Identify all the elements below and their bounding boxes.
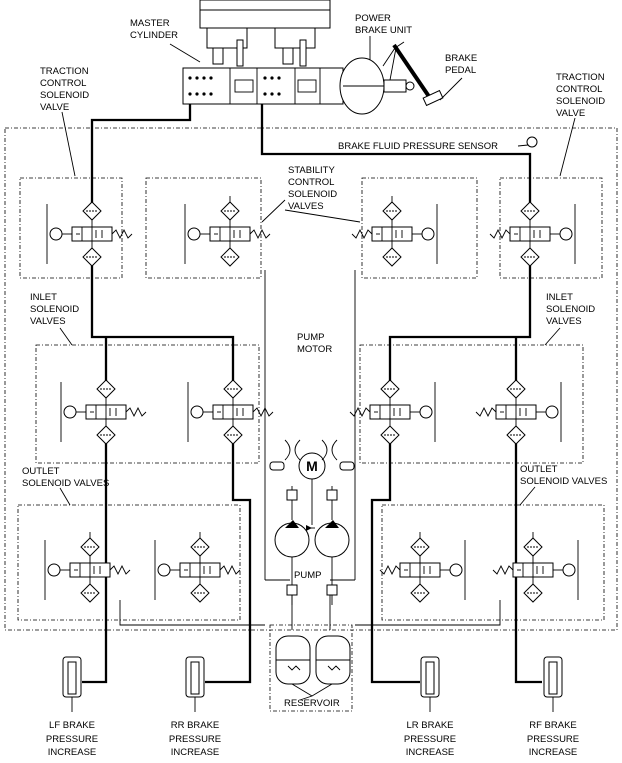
master-cylinder [182,0,344,105]
wheel-caliper-rf [543,656,563,712]
module-outline [4,127,618,631]
outlet-valve-lr [379,532,466,603]
label-pressure-sensor: BRAKE FLUID PRESSURE SENSOR [338,141,498,152]
inlet-valve-lf [60,374,147,445]
motor-symbol: M [306,458,318,474]
wheel-caliper-lr [420,656,440,712]
wheel-caliper-lf [62,656,82,712]
valve-group-boxes [17,177,605,621]
stability-control-valve-left [184,196,271,267]
brake-fluid-pressure-sensor [517,136,538,148]
leader-lines [59,36,576,701]
pump [274,520,350,558]
thin-lines [119,270,501,630]
label-reservoir: RESERVOIR [284,698,340,709]
outlet-valve-rr [154,532,241,603]
outlet-valve-rf [492,532,579,603]
reservoir-box [269,624,353,712]
brake-pedal [392,43,444,107]
inlet-valve-lr [349,374,436,445]
main-hydraulic-lines [82,104,542,684]
outlet-valve-lf [44,532,131,603]
check-valves [286,486,338,605]
inlet-valve-rf [475,374,562,445]
pump-motor: M [269,439,355,525]
stability-control-valve-right [351,196,438,267]
solenoid-valves [44,196,579,603]
reservoirs [275,635,351,697]
inlet-valve-rr [187,374,274,445]
label-pump: PUMP [294,570,321,581]
wheel-caliper-rr [185,656,205,712]
traction-control-valve-right [489,196,576,267]
wheel-calipers [62,656,563,712]
traction-control-valve-left [46,196,133,267]
power-brake-unit [339,41,407,115]
